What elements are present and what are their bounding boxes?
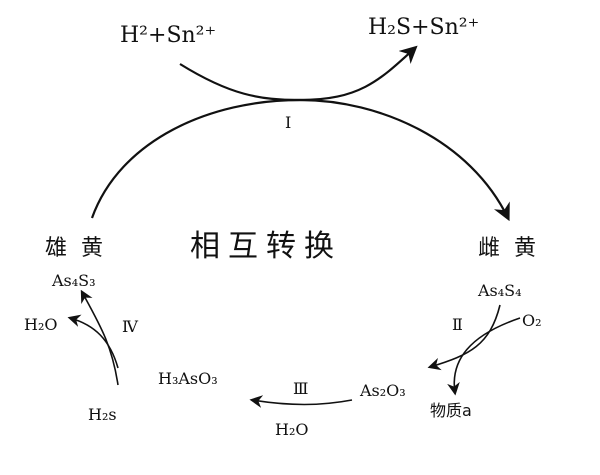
step-4-byproduct: H₂O <box>24 315 57 334</box>
right-node-label: 雌黄 <box>478 236 550 261</box>
step-2-branch-arrow <box>447 317 521 396</box>
top-products: H₂S+Sn²⁺ <box>368 15 479 40</box>
left-node-label: 雄黄 <box>45 236 117 261</box>
step-3-byproduct: H₂O <box>275 420 308 439</box>
step-2-reagent: O₂ <box>522 311 542 330</box>
step-4-arrow <box>80 289 119 386</box>
step-2-numeral: Ⅱ <box>452 315 463 334</box>
step-2-product-as2o3: As₂O₃ <box>359 381 406 400</box>
left-node-formula: As₄S₃ <box>51 271 96 290</box>
step-3-numeral: Ⅲ <box>293 379 308 398</box>
right-node-formula: As₄S₄ <box>477 281 522 300</box>
center-title: 相互转换 <box>190 229 342 264</box>
step-3-product: H₃AsO₃ <box>158 369 218 388</box>
step-1-numeral: Ⅰ <box>285 113 291 132</box>
top-reactants: H²+Sn²⁺ <box>120 23 216 48</box>
top-conversion-arrow <box>179 45 418 102</box>
step-2-product-a: 物质a <box>430 401 472 420</box>
step-4-reagent: H₂s <box>88 405 117 424</box>
step-4-branch-arrow <box>67 314 119 369</box>
step-2-arrow <box>427 304 501 371</box>
outer-arc-arrow <box>90 98 510 222</box>
step-3-arrow <box>249 395 353 408</box>
step-4-numeral: Ⅳ <box>122 317 139 336</box>
